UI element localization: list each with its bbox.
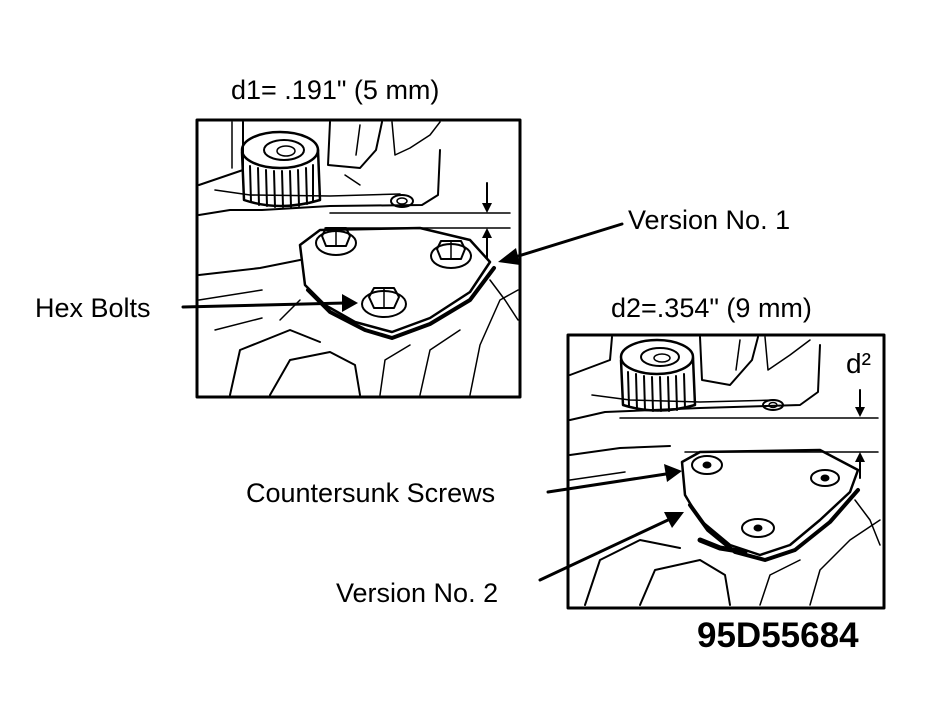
hex-bolt bbox=[315, 227, 357, 256]
countersunk-screws-label: Countersunk Screws bbox=[246, 478, 496, 508]
countersunk-screw bbox=[741, 518, 775, 538]
hex-bolts-label: Hex Bolts bbox=[35, 293, 151, 323]
d2-marker: d² bbox=[846, 348, 871, 379]
leader-version-1 bbox=[498, 222, 624, 265]
leader-countersunk-screws bbox=[546, 464, 682, 494]
knurled-knob-1 bbox=[240, 130, 322, 208]
leader-version-2 bbox=[538, 512, 684, 582]
d1-caption: d1= .191" (5 mm) bbox=[231, 75, 440, 105]
countersunk-screw bbox=[810, 469, 840, 487]
figure-code: 95D55684 bbox=[697, 616, 859, 655]
version-1-label: Version No. 1 bbox=[628, 205, 791, 235]
cover-plate-2 bbox=[680, 448, 860, 562]
version-2-panel bbox=[566, 333, 886, 610]
leader-hex-bolts bbox=[181, 294, 358, 312]
version-2-label: Version No. 2 bbox=[336, 578, 499, 608]
countersunk-screw bbox=[691, 455, 723, 475]
knurled-knob-2 bbox=[619, 338, 697, 412]
hex-bolt bbox=[361, 287, 407, 318]
hex-bolt bbox=[430, 240, 472, 269]
version-1-panel bbox=[195, 118, 522, 399]
d2-caption: d2=.354" (9 mm) bbox=[611, 293, 812, 323]
